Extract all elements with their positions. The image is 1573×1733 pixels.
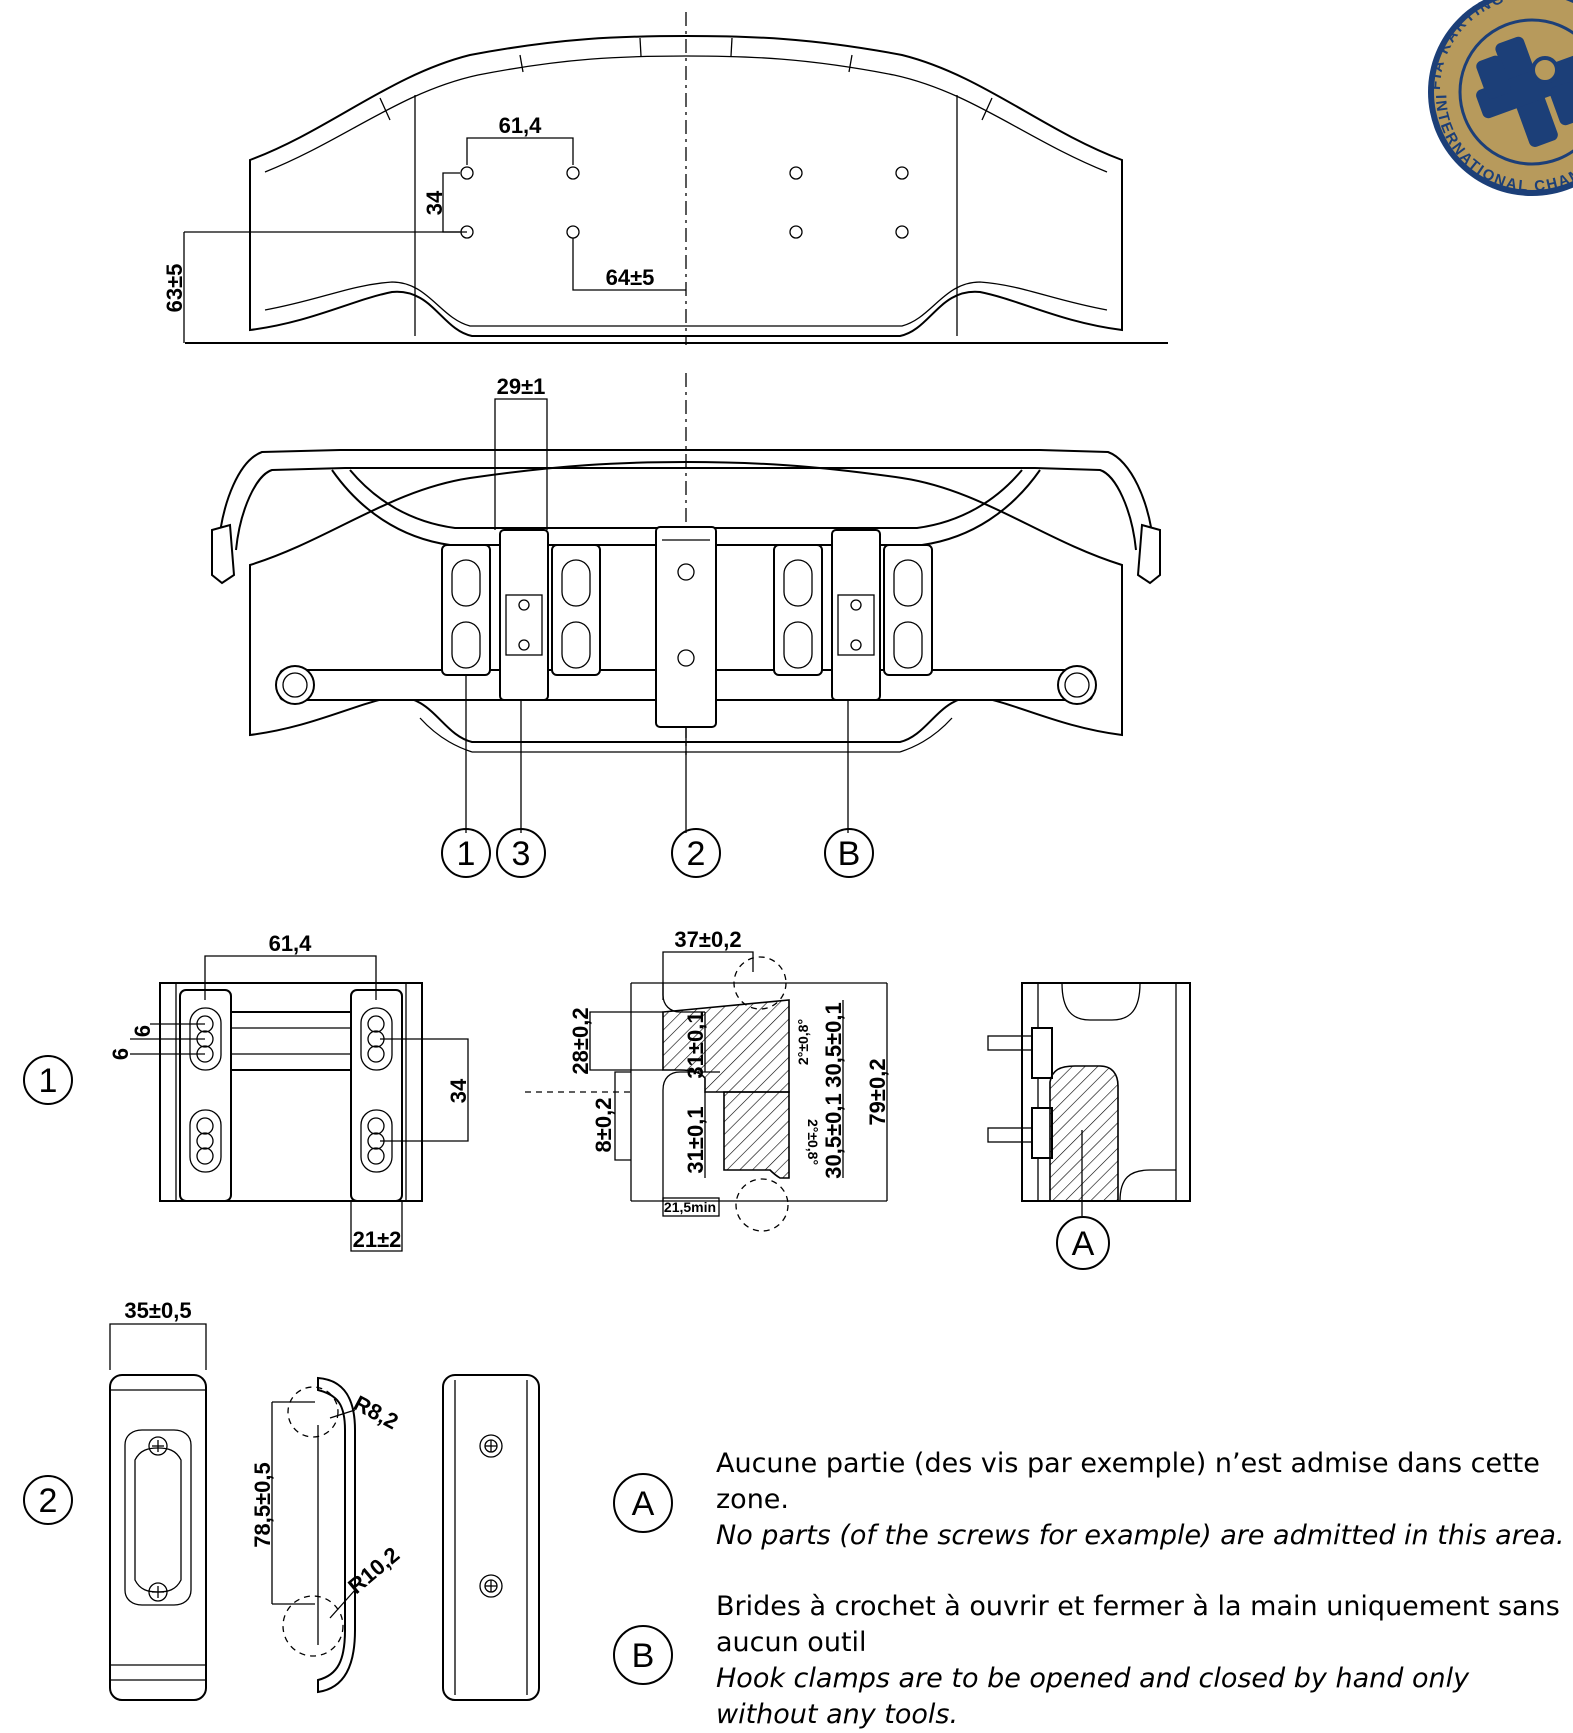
- dim-6-a: 6: [108, 1048, 133, 1060]
- mount-hole: [460, 166, 474, 180]
- detail-2-label: 2: [23, 1475, 73, 1525]
- dim-61-4-detail: 61,4: [269, 931, 313, 956]
- dim-79-0-2: 79±0,2: [865, 1058, 890, 1125]
- top-view: 61,4 34 63±5 64±5: [162, 12, 1168, 345]
- note-a-text: Aucune partie (des vis par exemple) n’es…: [716, 1446, 1566, 1554]
- mount-hole: [566, 166, 580, 180]
- dim-29-1: 29±1: [497, 374, 546, 399]
- callout-3: 3: [496, 828, 546, 878]
- svg-text:B: B: [632, 1637, 655, 1675]
- dim-r8-2: R8,2: [350, 1390, 403, 1434]
- clamp-zone-upper: [662, 999, 790, 1093]
- dim-2deg-a: 2°±0,8°: [795, 1019, 811, 1065]
- dim-6-b: 6: [130, 1025, 155, 1037]
- detail-1: 1 61,4 6 6 34 21±2: [23, 931, 471, 1252]
- svg-text:1: 1: [457, 835, 476, 873]
- side-detail: A: [987, 982, 1191, 1270]
- dim-21-5-min: 21,5min: [664, 1199, 716, 1215]
- bumper-outline-top: [249, 34, 1123, 337]
- svg-text:1: 1: [39, 1062, 58, 1100]
- mount-hole: [566, 225, 580, 239]
- note-a-english: No parts (of the screws for example) are…: [716, 1520, 1565, 1551]
- dim-61-4-top: 61,4: [499, 113, 543, 138]
- dim-63-5: 63±5: [162, 264, 187, 313]
- mount-hole: [895, 225, 909, 239]
- hook-clamps-right: [773, 529, 933, 701]
- svg-text:2: 2: [687, 835, 706, 873]
- dim-21-2: 21±2: [353, 1227, 402, 1252]
- callout-b: B: [824, 828, 874, 878]
- dim-37-0-2: 37±0,2: [674, 927, 741, 952]
- detail-2: 2 35±0,5 78,5±0,5 R8,2 R10,2: [23, 1298, 540, 1701]
- note-b-french: Brides à crochet à ouvrir et fermer à la…: [716, 1591, 1560, 1658]
- dim-35-0-5: 35±0,5: [124, 1298, 191, 1323]
- fia-karting-logo: FIA KARTING INTERNATIONAL CHAMPIONSHIP: [1427, 0, 1573, 196]
- bumper-inner-top: [264, 55, 1108, 327]
- bumper-shell: [249, 460, 1123, 743]
- bumper-tube: [217, 449, 1155, 551]
- dim-64-5: 64±5: [606, 265, 655, 290]
- no-parts-zone-a: [1049, 1065, 1119, 1202]
- dim-31-0-1-b: 31±0,1: [683, 1106, 708, 1173]
- front-view: 29±1 1 3 2 B: [211, 373, 1161, 878]
- svg-text:A: A: [1072, 1225, 1095, 1263]
- mount-hole: [789, 166, 803, 180]
- dim-30-5-b: 30,5±0,1: [821, 1093, 846, 1178]
- bracket-2: [655, 526, 717, 728]
- callout-2: 2: [671, 828, 721, 878]
- dim-28-0-2: 28±0,2: [568, 1007, 593, 1074]
- note-b-text: Brides à crochet à ouvrir et fermer à la…: [716, 1589, 1566, 1733]
- note-b-english: Hook clamps are to be opened and closed …: [716, 1663, 1470, 1730]
- mount-hole: [895, 166, 909, 180]
- dim-31-0-1-a: 31±0,1: [683, 1011, 708, 1078]
- dim-8-0-2: 8±0,2: [591, 1098, 616, 1153]
- mount-hole: [789, 225, 803, 239]
- svg-text:A: A: [632, 1485, 655, 1523]
- dim-78-5-0-5: 78,5±0,5: [250, 1462, 275, 1547]
- svg-text:B: B: [838, 835, 861, 873]
- hook-clamps-left: [441, 529, 601, 701]
- note-b-symbol: B: [613, 1625, 673, 1685]
- svg-text:3: 3: [512, 835, 531, 873]
- dim-30-5-a: 30,5±0,1: [821, 1002, 846, 1087]
- callout-1: 1: [441, 828, 491, 878]
- clamp-zone-lower: [723, 1091, 790, 1179]
- dim-2deg-b: 2°±0,8°: [805, 1119, 821, 1165]
- dim-34-detail: 34: [446, 1078, 471, 1103]
- callout-a: A: [1056, 1216, 1110, 1270]
- detail-1-label: 1: [23, 1055, 73, 1105]
- note-a-symbol: A: [613, 1473, 673, 1533]
- note-a-french: Aucune partie (des vis par exemple) n’es…: [716, 1448, 1540, 1515]
- dim-34-top: 34: [422, 190, 447, 215]
- svg-text:2: 2: [39, 1482, 58, 1520]
- section-view: 37±0,2 28±0,2 8±0,2 31±0,1 31±0,1 2°±0,8…: [525, 927, 890, 1232]
